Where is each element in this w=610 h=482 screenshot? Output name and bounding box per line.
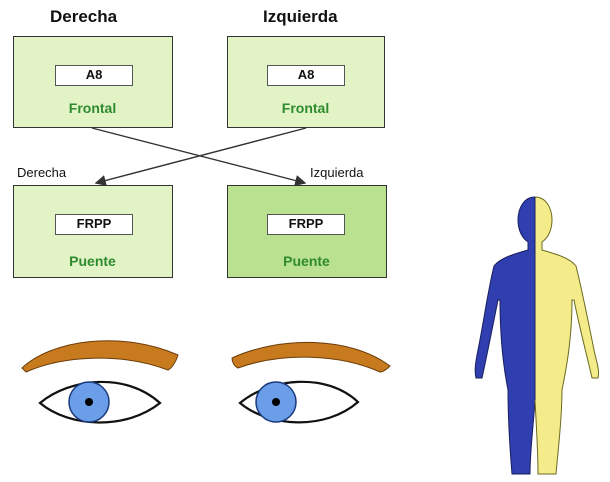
eye-left-icon xyxy=(40,382,160,423)
human-body-icon xyxy=(475,197,598,474)
body-left-half xyxy=(475,197,535,474)
body-right-half xyxy=(535,197,599,474)
eye-right-icon xyxy=(240,382,358,423)
eyebrow-left-icon xyxy=(22,341,178,372)
eyebrow-right-icon xyxy=(232,342,390,372)
